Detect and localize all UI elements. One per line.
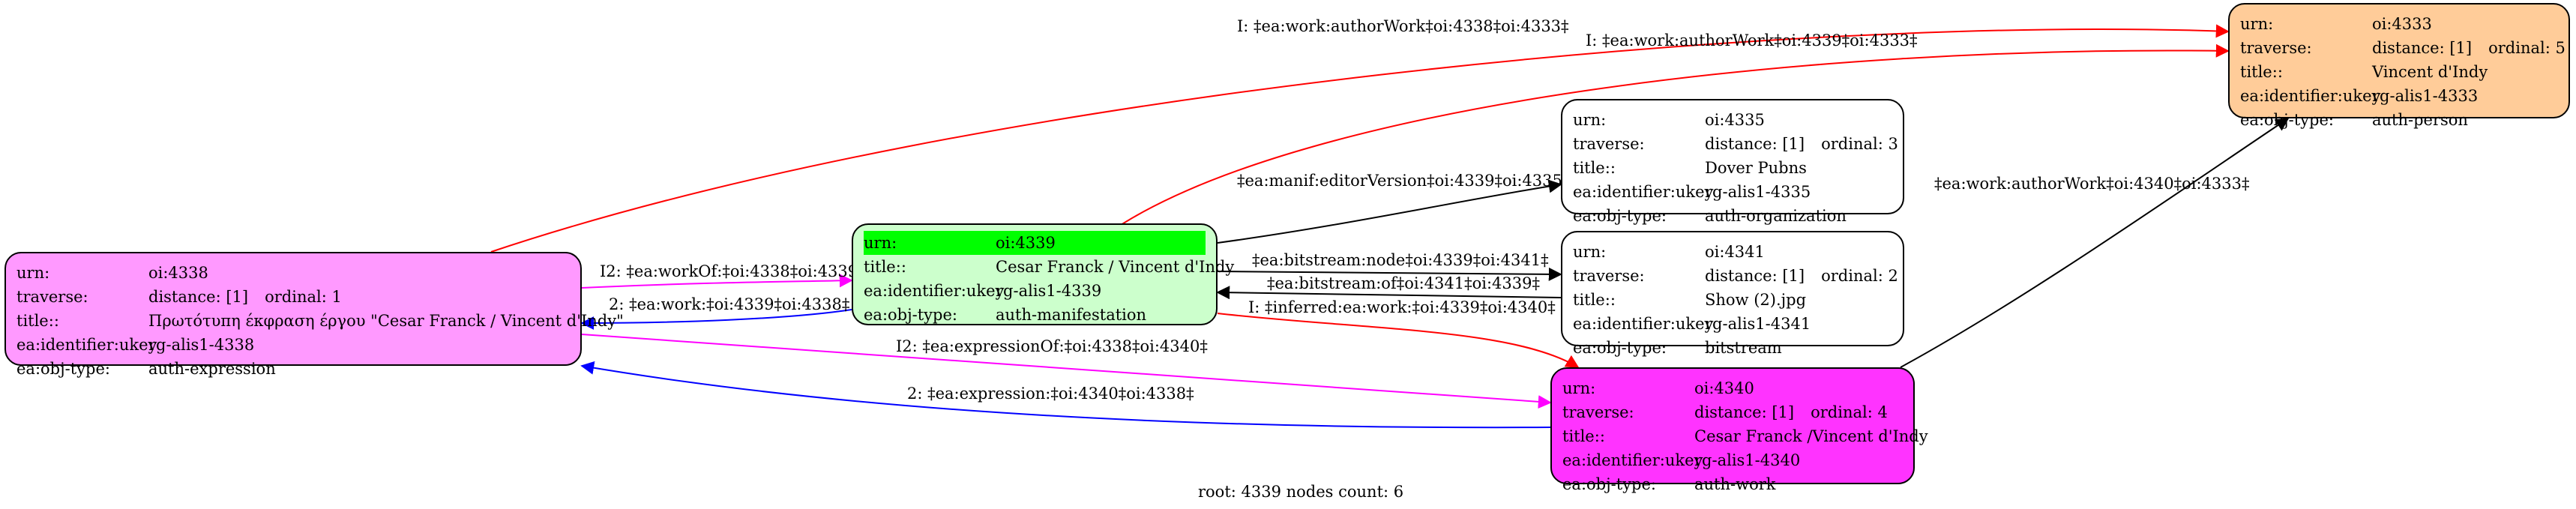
edge-4339-bitstream-node-4341: ‡ea:bitstream:node‡oi:4339‡oi:4341‡ [1217,251,1562,281]
node-row-urn-highlight: urn:oi:4339 [864,231,1206,255]
node-row-traverse: traverse:distance: [1]ordinal: 4 [1562,403,1888,421]
edge-label: I: ‡ea:work:authorWork‡oi:4339‡oi:4333‡ [1586,31,1918,49]
edge-4340-author-4333: ‡ea:work:authorWork‡oi:4340‡oi:4333‡ [1900,117,2290,368]
edge-label: I: ‡inferred:ea:work:‡oi:4339‡oi:4340‡ [1248,298,1556,316]
node-row-urn: urn:oi:4340 [1562,379,1754,397]
node-row-traverse: traverse:distance: [1]ordinal: 1 [16,288,342,306]
node-4333[interactable]: urn:oi:4333 traverse:distance: [1]ordina… [2228,3,2570,129]
edge-4338-expressionof-4340: I2: ‡ea:expressionOf:‡oi:4338‡oi:4340‡ [581,334,1552,409]
node-row-title: title::Vincent d'Indy [2240,63,2488,81]
edge-path [1217,267,1562,281]
edge-label: ‡ea:work:authorWork‡oi:4340‡oi:4333‡ [1934,175,2250,193]
edge-label: 2: ‡ea:work:‡oi:4339‡oi:4338‡ [609,295,849,313]
edge-4339-work-4338: 2: ‡ea:work:‡oi:4339‡oi:4338‡ [580,295,852,330]
node-row-urn: urn:oi:4341 [1573,243,1765,261]
edge-path [1217,313,1580,368]
edge-label: I: ‡ea:work:authorWork‡oi:4338‡oi:4333‡ [1237,17,1569,35]
edge-label: ‡ea:bitstream:node‡oi:4339‡oi:4341‡ [1252,251,1549,269]
node-row-title: title::Dover Pubns [1573,159,1807,177]
edge-4339-inferred-work-4340: I: ‡inferred:ea:work:‡oi:4339‡oi:4340‡ [1217,298,1580,368]
node-row-title: title::Cesar Franck / Vincent d'Indy [864,258,1235,276]
node-row-objtype: ea:obj-type:bitstream [1573,339,1782,357]
edge-4338-author-4333: I: ‡ea:work:authorWork‡oi:4338‡oi:4333‡ [490,17,2230,253]
edge-4340-expression-4338: 2: ‡ea:expression:‡oi:4340‡oi:4338‡ [580,361,1551,429]
edge-path [490,24,2230,253]
graph-caption: root: 4339 nodes count: 6 [1198,483,1404,501]
node-4335[interactable]: urn:oi:4335 traverse:distance: [1]ordina… [1561,99,1904,225]
node-4338[interactable]: urn:oi:4338 traverse:distance: [1]ordina… [4,252,624,378]
node-row-objtype: ea:obj-type:auth-organization [1573,207,1847,225]
node-row-objtype: ea:obj-type:auth-expression [16,360,276,378]
edge-label: 2: ‡ea:expression:‡oi:4340‡oi:4338‡ [907,385,1194,403]
edge-label: ‡ea:bitstream:of‡oi:4341‡oi:4339‡ [1267,274,1540,292]
edge-label: ‡ea:manif:editorVersion‡oi:4339‡oi:4335‡ [1237,172,1570,190]
node-row-title: title::Cesar Franck /Vincent d'Indy [1562,427,1928,445]
edge-path [1216,286,1562,300]
node-row-urn: urn:oi:4338 [16,264,208,282]
edge-path [581,274,853,289]
edge-label: I2: ‡ea:expressionOf:‡oi:4338‡oi:4340‡ [896,337,1208,355]
edge-path [1900,117,2290,368]
node-row-traverse: traverse:distance: [1]ordinal: 5 [2240,39,2566,57]
edge-4339-editor-4335: ‡ea:manif:editorVersion‡oi:4339‡oi:4335‡ [1217,172,1570,244]
edge-4338-workof-4339: I2: ‡ea:workOf:‡oi:4338‡oi:4339‡ [581,262,866,289]
node-row-title: title::Πρωτότυπη έκφραση έργου "Cesar Fr… [16,312,624,330]
node-row-traverse: traverse:distance: [1]ordinal: 2 [1573,267,1898,285]
node-row-urn: urn:oi:4333 [2240,15,2432,33]
node-row-title: title::Show (2).jpg [1573,291,1807,309]
node-row-objtype: ea:obj-type:auth-work [1562,475,1776,493]
edge-path [580,309,852,330]
node-4340[interactable]: urn:oi:4340 traverse:distance: [1]ordina… [1550,367,1928,493]
node-4339[interactable]: urn:oi:4339 title::Cesar Franck / Vincen… [852,223,1235,325]
edge-label: I2: ‡ea:workOf:‡oi:4338‡oi:4339‡ [600,262,866,280]
edge-path [1217,179,1562,244]
node-row-traverse: traverse:distance: [1]ordinal: 3 [1573,135,1898,153]
node-row-objtype: ea:obj-type:auth-manifestation [864,306,1147,324]
node-row-objtype: ea:obj-type:auth-person [2240,111,2468,129]
node-row-urn: urn:oi:4335 [1573,111,1765,129]
edge-4341-bitstream-of-4339: ‡ea:bitstream:of‡oi:4341‡oi:4339‡ [1216,274,1562,300]
edge-4339-author-4333: I: ‡ea:work:authorWork‡oi:4339‡oi:4333‡ [1120,31,2230,226]
edge-path [1120,43,2230,226]
edge-path [580,361,1551,429]
node-4341[interactable]: urn:oi:4341 traverse:distance: [1]ordina… [1561,231,1904,357]
